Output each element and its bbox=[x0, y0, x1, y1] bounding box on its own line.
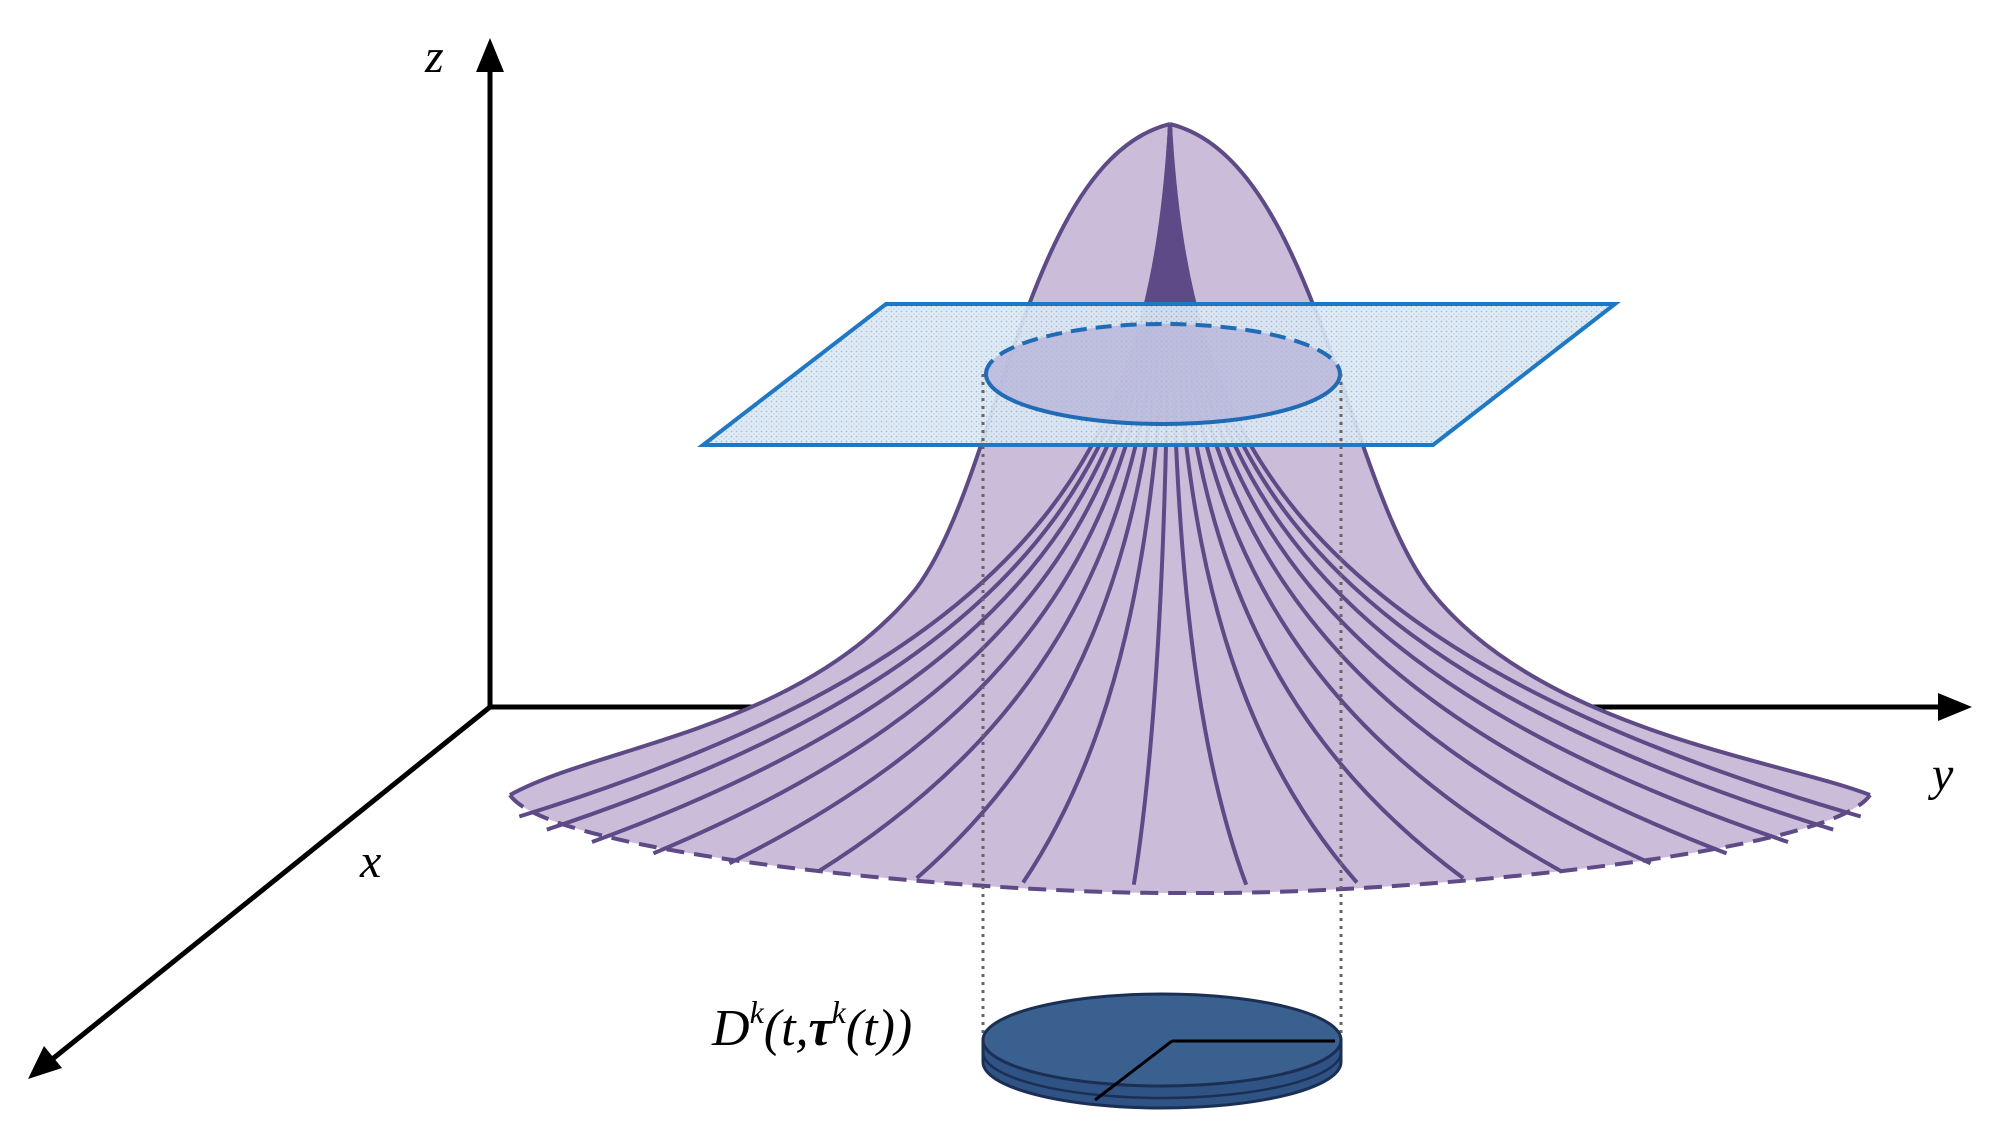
y-axis-label: y bbox=[1927, 748, 1954, 801]
cross-section-fill bbox=[986, 324, 1340, 424]
y-axis-arrowhead bbox=[1938, 693, 1972, 721]
disk-lower-rim bbox=[981, 1051, 1343, 1100]
x-axis-label: x bbox=[359, 835, 381, 888]
bell-surface bbox=[508, 122, 1872, 896]
region-label-tau: τ bbox=[809, 1000, 834, 1057]
bell-meridian-lines bbox=[518, 125, 1862, 886]
bell-base-dashed-rim bbox=[508, 793, 1872, 896]
cutting-plane bbox=[697, 302, 1621, 447]
z-axis-label: z bbox=[424, 30, 444, 83]
bell-meridian-line bbox=[1168, 125, 1862, 819]
cross-section-back-dashed bbox=[984, 322, 1342, 375]
bell-silhouette-left bbox=[509, 122, 1171, 797]
region-label-sup-k: k bbox=[750, 994, 765, 1030]
region-label: Dk(t,τk(t)) bbox=[711, 994, 912, 1057]
x-axis bbox=[43, 705, 492, 1067]
region-label-sup-k-2: k bbox=[832, 994, 847, 1030]
region-label-D: D bbox=[711, 1000, 750, 1057]
cross-section-front-solid bbox=[984, 373, 1342, 426]
bell-surface-body bbox=[510, 124, 1870, 894]
bell-silhouette-right bbox=[1169, 122, 1871, 797]
region-label-args-close: (t)) bbox=[846, 1000, 912, 1057]
projection-lines bbox=[981, 374, 1343, 1040]
disk-radius-diagonal bbox=[1094, 1039, 1173, 1102]
x-axis-arrowhead bbox=[28, 1046, 62, 1079]
projected-disk bbox=[981, 992, 1343, 1110]
disk-top-face bbox=[981, 992, 1343, 1088]
z-axis-arrowhead bbox=[476, 38, 504, 72]
region-label-args-open: (t, bbox=[764, 1000, 809, 1057]
